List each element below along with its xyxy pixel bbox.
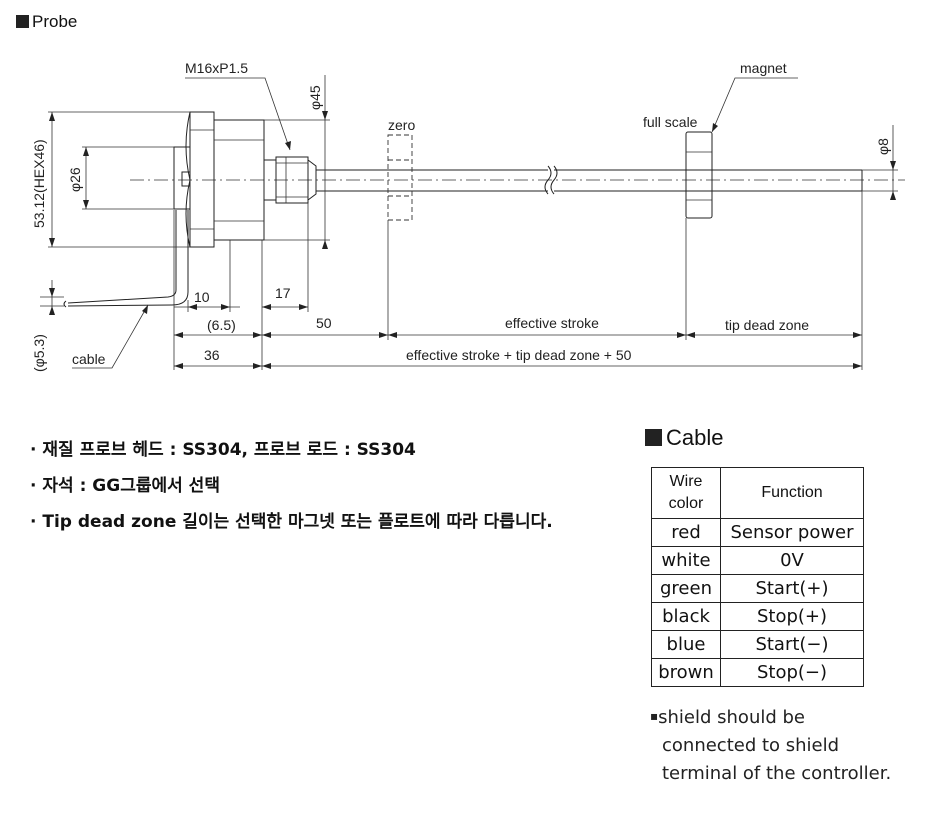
magnet-label: magnet [740,60,787,76]
wire-color-cell: white [651,546,721,575]
function-cell: Stop(+) [720,602,864,631]
wire-color-cell: green [651,574,721,603]
dia45-label: φ45 [307,85,323,110]
dia8-label: φ8 [875,138,891,155]
wire-color-cell: brown [651,658,721,687]
wire-color-cell: black [651,602,721,631]
dia26-label: φ26 [67,167,83,192]
arrow-heads [49,111,896,369]
probe-heading: Probe [16,12,77,32]
zero-label: zero [388,117,415,133]
threaded-section [263,156,317,204]
cable-label: cable [72,351,106,367]
hex-head [185,111,265,248]
function-cell: Start(−) [720,630,864,659]
effective-stroke-label: effective stroke [505,315,599,331]
shield-note-line: terminal of the controller. [662,763,892,784]
material-notes: · 재질 프로브 헤드 : SS304, 프로브 로드 : SS304 · 자석… [30,432,615,540]
back-flange [173,146,191,210]
dia53-label: (φ5.3) [31,334,47,372]
table-header-row: Wire color Function [651,467,864,519]
full-scale-label: full scale [643,114,698,130]
dim10-label: 10 [194,289,210,305]
thread-label: M16xP1.5 [185,60,248,76]
function-cell: 0V [720,546,864,575]
cable-line [63,210,189,308]
note-item: · 자석 : GG그룹에서 선택 [30,476,220,496]
hex-label: 53.12(HEX46) [31,139,47,228]
full-scale-magnet [685,131,713,219]
dim17-label: 17 [275,285,291,301]
zero-magnet [387,134,413,221]
shield-note-line: shield should be [658,707,806,728]
function-cell: Sensor power [720,518,864,547]
note-item: · Tip dead zone 길이는 선택한 마그넷 또는 플로트에 따라 다… [30,512,553,532]
cable-heading: Cable [645,425,723,451]
square-bullet-icon [645,429,662,446]
tip-dead-zone-label: tip dead zone [725,317,809,333]
shield-note-line: connected to shield [662,735,840,756]
shield-note: ▪shield should be connected to shield te… [650,702,920,788]
square-bullet-icon [16,15,29,28]
dim50-label: 50 [316,315,332,331]
note-item: · 재질 프로브 헤드 : SS304, 프로브 로드 : SS304 [30,440,416,460]
function-cell: Stop(−) [720,658,864,687]
total-length-label: effective stroke + tip dead zone + 50 [406,347,632,363]
wire-color-header: Wire color [651,467,721,519]
function-cell: Start(+) [720,574,864,603]
dim65-label: (6.5) [207,317,236,333]
dim36-label: 36 [204,347,220,363]
wire-color-cell: red [651,518,721,547]
probe-rod [316,165,863,195]
dot-bullet-icon: ▪ [650,709,659,723]
wire-color-cell: blue [651,630,721,659]
function-header: Function [720,467,864,519]
probe-drawing: M16xP1.5 φ45 zero magnet full scale φ8 5… [31,60,905,372]
dimension-lines [40,75,898,370]
